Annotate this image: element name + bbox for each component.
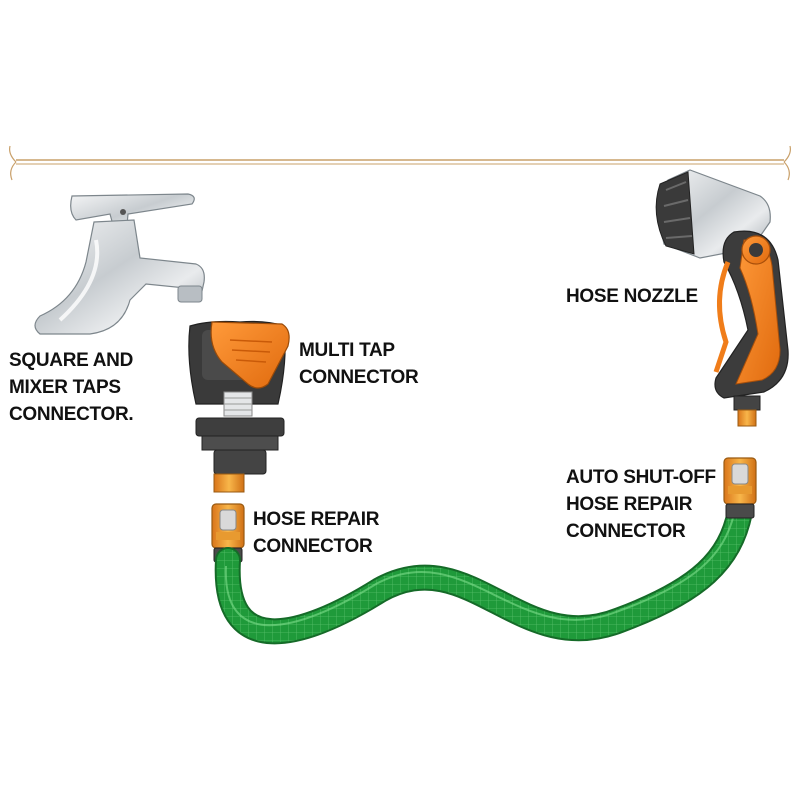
faucet-icon [34, 193, 205, 335]
garden-hose-icon [214, 499, 753, 645]
label-hose-nozzle: HOSE NOZZLE [566, 286, 698, 307]
label-auto-shutoff-hose-repair-connector: AUTO SHUT-OFF HOSE REPAIR CONNECTOR [566, 467, 716, 542]
multi-tap-connector-icon [188, 320, 290, 493]
label-square-mixer-taps-connector: SQUARE AND MIXER TAPS CONNECTOR. [9, 350, 134, 425]
label-multi-tap-connector: MULTI TAP CONNECTOR [299, 340, 419, 388]
decorative-divider [9, 145, 791, 181]
auto-shutoff-connector-icon [723, 457, 757, 519]
label-hose-repair-connector: HOSE REPAIR CONNECTOR [253, 509, 380, 557]
hose-nozzle-icon [655, 169, 789, 427]
